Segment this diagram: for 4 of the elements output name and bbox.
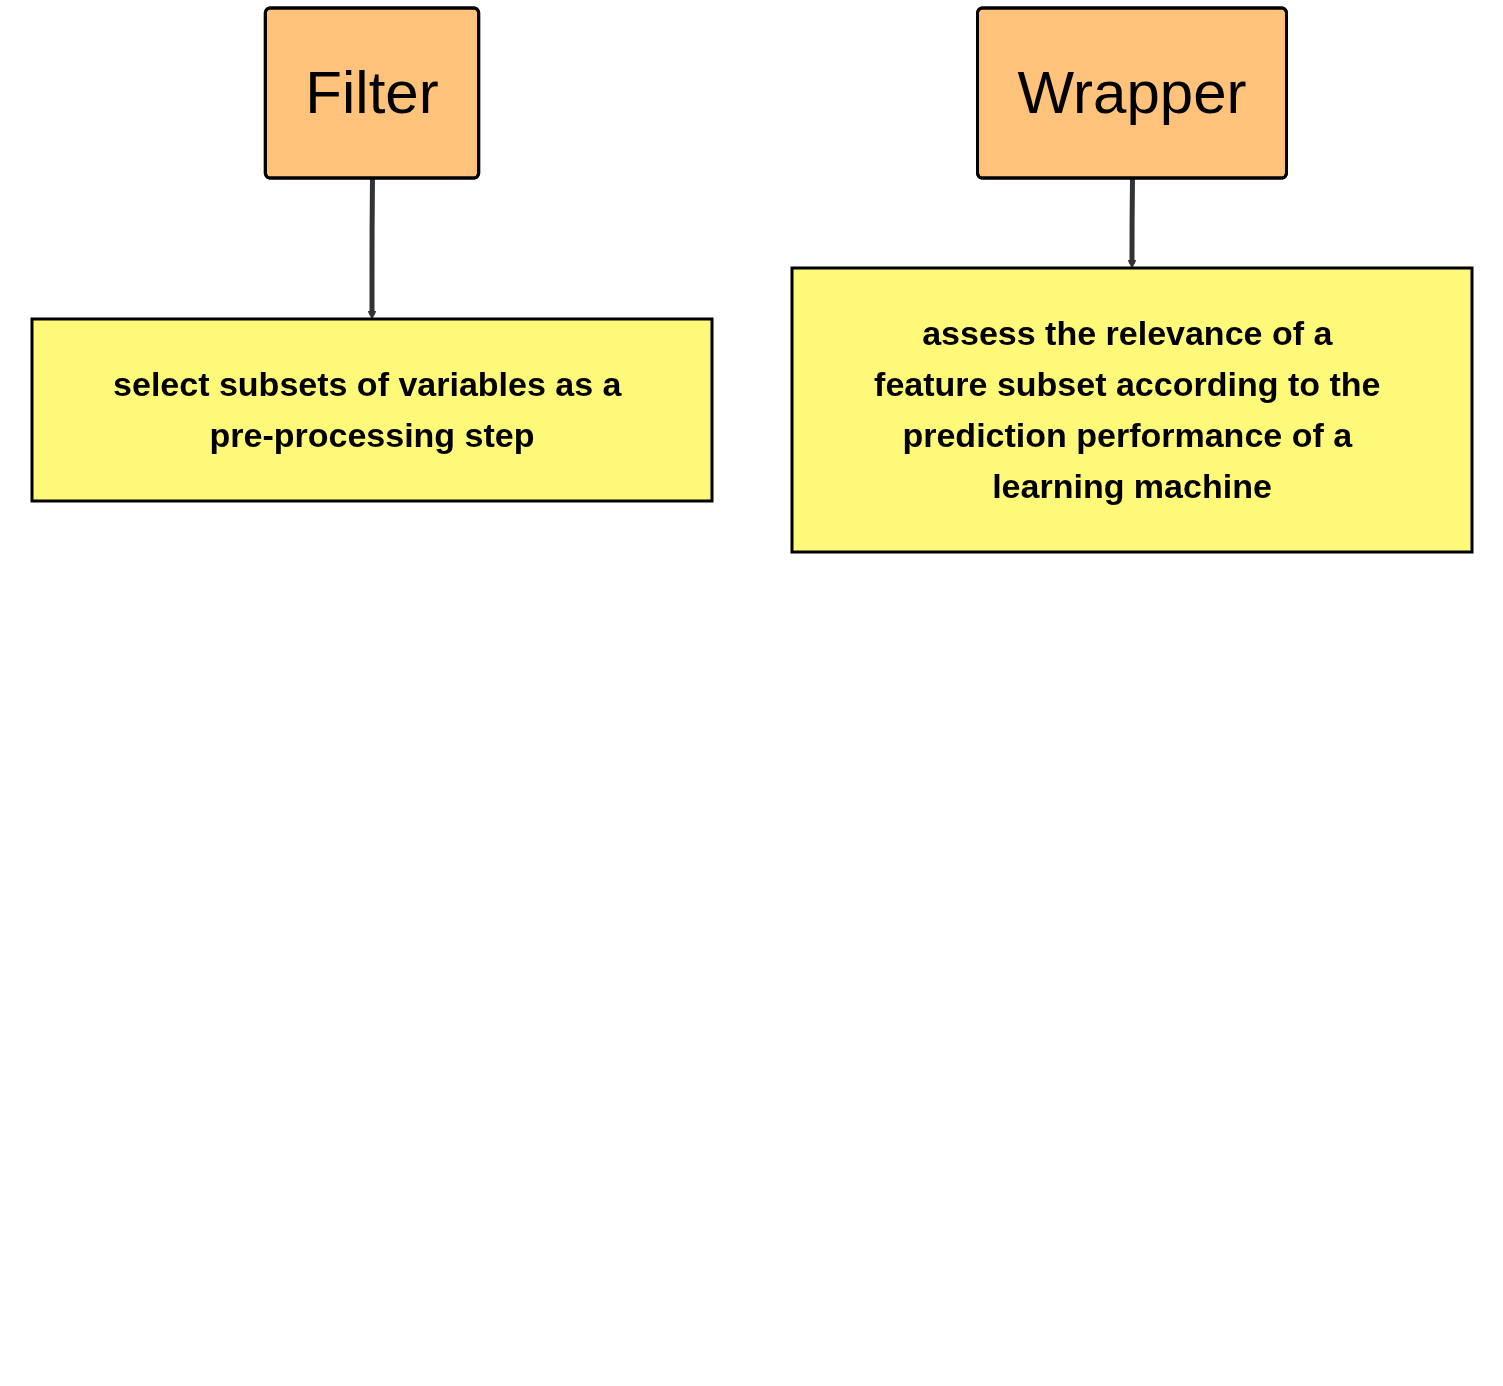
node-box: select subsets of variables as a pre-processing step: [30, 317, 713, 503]
arrow: [367, 178, 376, 320]
node-box: assess the relevance of a feature subset according to the prediction performance of a learning machine: [790, 266, 1473, 554]
arrow: [1127, 178, 1136, 269]
